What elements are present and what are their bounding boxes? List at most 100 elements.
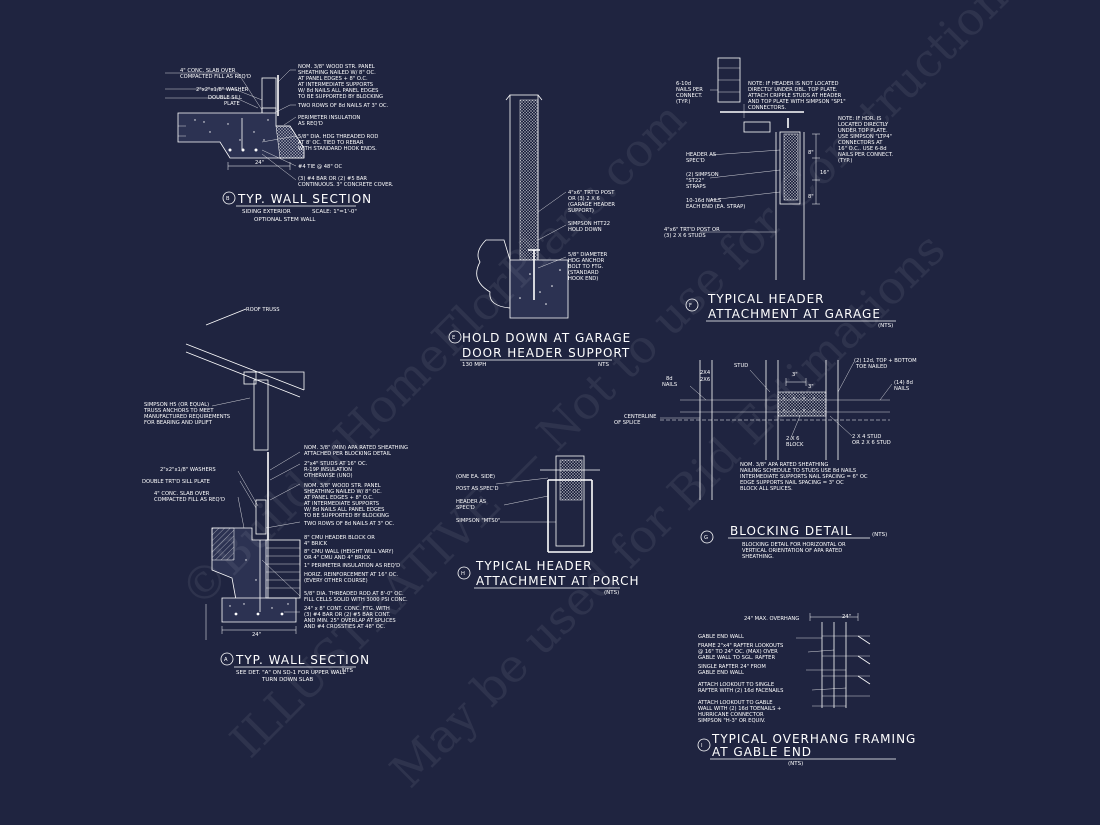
note-text: 2X4: [700, 370, 711, 376]
note-text: ATTACH LOOKOUT TO GABLE: [698, 700, 773, 706]
note-text: NAILS PER CONNECT.: [838, 152, 893, 158]
note-text: E: [452, 335, 455, 341]
note-text: FRAME 2"x4" RAFTER LOOKOUTS: [698, 643, 783, 649]
note-text: F: [689, 303, 692, 309]
note-text: 4"x6" TRT'D POST: [568, 190, 615, 196]
note-text: OPTIONAL STEM WALL: [254, 217, 316, 223]
note-text: HORIZ. REINFORCEMENT AT 16" OC.: [304, 572, 398, 578]
note-text: LOCATED DIRECTLY: [838, 122, 889, 128]
note-text: TRUSS ANCHORS TO MEET: [143, 408, 214, 414]
note-text: AT PANEL EDGES + 8" O.C.: [304, 495, 374, 501]
note-text: (EVERY OTHER COURSE): [304, 578, 368, 584]
note-text: USE SIMPSON "LTP4": [838, 134, 892, 140]
note-text: STRAPS: [686, 184, 706, 190]
note-text: WALL WITH (2) 16d TOENAILS +: [698, 706, 781, 712]
detail-g-title: BLOCKING DETAIL: [730, 524, 852, 538]
detail-g-blocking: 8d NAILS 2X4 2X6 STUD 3" 3" CENTERLINE O…: [614, 358, 917, 560]
note-text: NTS: [342, 668, 353, 674]
note-text: OR (3) 2 X 6: [568, 196, 600, 202]
note-text: 8": [808, 194, 814, 200]
detail-e-title-line1: HOLD DOWN AT GARAGE: [462, 331, 631, 345]
note-text: OF SPLICE: [614, 420, 640, 426]
note-text: SHEATHING NAILED W/ 8" OC.: [304, 489, 382, 495]
note-text: SEE DET. "A" ON SD-1 FOR UPPER WALL: [236, 670, 347, 676]
note-text: TO BE SUPPORTED BY BLOCKING: [297, 94, 383, 100]
note-text: SIMPSON "MTS0": [456, 518, 500, 524]
detail-i-overhang-framing: 24" MAX. OVERHANG 24" GABLE END WALL FRA…: [697, 613, 916, 767]
note-text: 6-10d: [676, 81, 691, 87]
note-text: 24" x 8" CONT. CONC. FTG. WITH: [304, 606, 390, 612]
note-text: SUPPORT): [568, 208, 594, 214]
note-text: 16" O.C.. USE 6-8d: [838, 146, 887, 152]
note-text: SCALE: 1"=1'-0": [312, 209, 357, 215]
note-text: PLATE: [224, 101, 240, 107]
detail-a-typ-wall-section: ROOF TRUSS 24" SIMPSON H5 (OR EQUAL) TRU…: [142, 307, 408, 683]
note-text: ATTACH LOOKOUT TO SINGLE: [698, 682, 774, 688]
detail-a-dim: 24": [252, 632, 261, 638]
note-text: 4" CONC. SLAB OVER: [180, 68, 236, 74]
note-text: (3) #4 BAR OR (2) #5 BAR: [298, 176, 367, 182]
note-text: (TYP.): [838, 158, 852, 164]
note-text: 2 X 6: [786, 436, 799, 442]
note-text: 4" BRICK: [304, 541, 328, 547]
note-text: #4 TIE @ 48" OC: [298, 164, 342, 170]
note-text: HURRICANE CONNECTOR: [698, 712, 764, 718]
detail-b-letter: B: [226, 196, 230, 202]
note-text: R-19P INSULATION: [304, 467, 352, 473]
note-text: I: [701, 743, 703, 749]
note-text: BOLT TO FTG.: [568, 264, 604, 270]
detail-f-title-line2: ATTACHMENT AT GARAGE: [708, 307, 881, 321]
note-text: H: [461, 571, 465, 577]
note-text: DIRECTLY UNDER DBL. TOP PLATE.: [748, 87, 838, 93]
note-text: 2 X 4 STUD: [852, 434, 881, 440]
note-text: AT INTERMEDIATE SUPPORTS: [304, 501, 379, 507]
note-text: COMPACTED FILL AS REQ'D: [180, 74, 251, 80]
detail-h-header-attachment-porch: (ONE EA. SIDE) POST AS SPEC'D HEADER AS …: [456, 455, 640, 596]
detail-b-dim: 24": [255, 160, 264, 166]
note-text: 24": [842, 614, 851, 620]
note-text: 5/8" DIA. THREADED ROD AT 8'-0" OC.: [304, 591, 404, 597]
note-text: NOTE: IF HDR. IS: [838, 116, 881, 122]
detail-b-title: TYP. WALL SECTION: [237, 192, 372, 206]
note-text: INTERMEDIATE SUPPORTS NAIL SPACING = 6" …: [740, 474, 868, 480]
note-text: 4" CONC. SLAB OVER: [180, 68, 236, 74]
note-text: (NTS): [788, 761, 803, 767]
note-text: CONNECTORS AT: [838, 140, 883, 146]
note-text: 10-16d NAILS: [686, 198, 721, 204]
note-text: ATTACHED PER BLOCKING DETAIL: [304, 451, 391, 457]
note-text: NOM. 3/8" APA RATED SHEATHING: [740, 462, 828, 468]
note-text: NAILS: [662, 382, 677, 388]
note-text: SPEC'D: [456, 505, 475, 511]
detail-h-title-line2: ATTACHMENT AT PORCH: [476, 574, 640, 588]
note-text: SPEC'D: [686, 158, 705, 164]
note-text: SINGLE RAFTER 24" FROM: [698, 664, 766, 670]
note-text: AT 8' OC. TIED TO REBAR: [298, 140, 364, 146]
note-text: "ST22": [686, 178, 704, 184]
note-text: ATTACH CRIPPLE STUDS AT HEADER: [748, 93, 842, 99]
note-text: BLOCKING DETAIL FOR HORIZONTAL OR: [742, 542, 846, 548]
note-text: CENTERLINE: [624, 414, 656, 420]
note-text: (2) SIMPSON: [686, 172, 719, 178]
note-text: TOE NAILED: [855, 364, 887, 370]
note-text: SIDING EXTERIOR: [242, 209, 291, 215]
note-text: (2) 12d, TOP + BOTTOM: [854, 358, 917, 364]
detail-i-title-line1: TYPICAL OVERHANG FRAMING: [711, 732, 916, 746]
note-text: EACH END (EA. STRAP): [686, 204, 745, 210]
note-text: NOM. 3/8" WOOD STR. PANEL: [298, 64, 375, 70]
note-text: AT INTERMEDIATE SUPPORTS: [298, 82, 373, 88]
note-text: DOUBLE SILL: [208, 95, 242, 101]
note-text: AS REQ'D: [298, 121, 323, 127]
note-text: GABLE WALL TO SGL. RAFTER: [698, 655, 775, 661]
note-text: NOM. 3/8" WOOD STR. PANEL: [304, 483, 381, 489]
note-text: HEADER AS: [686, 152, 716, 158]
note-text: BLOCK: [786, 442, 804, 448]
note-text: SIMPSON "H-3" OR EQUIV.: [698, 718, 766, 724]
note-text: 2X6: [700, 377, 710, 383]
note-text: W/ 8d NAILS ALL PANEL EDGES: [304, 507, 384, 513]
note-text: TO BE SUPPORTED BY BLOCKING: [303, 513, 389, 519]
note-text: (TYP.): [676, 99, 690, 105]
note-text: MANUFACTURED REQUIREMENTS: [144, 414, 230, 420]
note-text: OR 4" CMU AND 4" BRICK: [304, 555, 371, 561]
note-text: CONNECTORS.: [748, 105, 787, 111]
detail-i-title-line2: AT GABLE END: [712, 745, 812, 759]
